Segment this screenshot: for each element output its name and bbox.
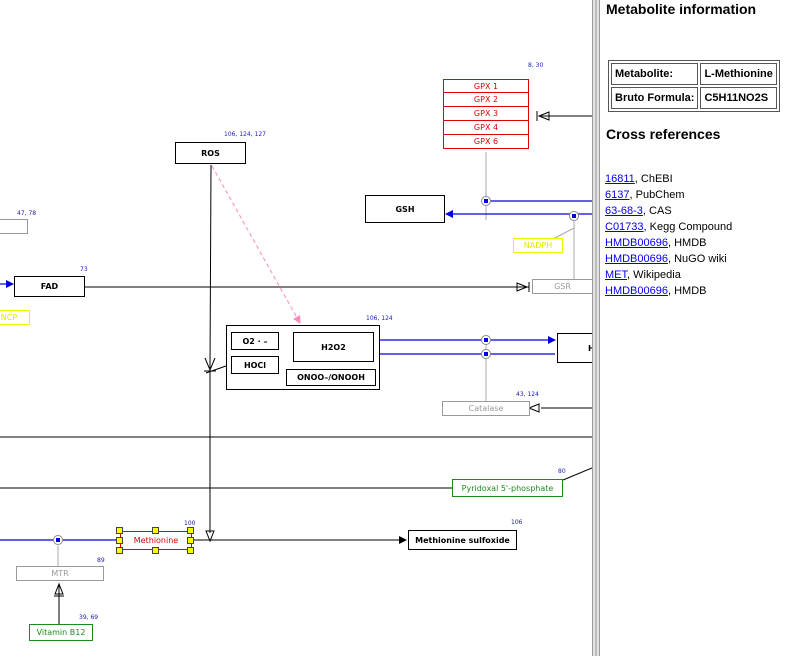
h-node-partial[interactable]: H xyxy=(557,333,592,363)
gpx-3-node[interactable]: GPX 3 xyxy=(443,107,529,121)
table-value: C5H11NO2S xyxy=(700,87,777,109)
nadph-node[interactable]: NADPH xyxy=(513,238,563,253)
selection-handle[interactable] xyxy=(187,547,194,554)
h2o2-reference: 106, 124 xyxy=(366,315,393,322)
gsh-node[interactable]: GSH xyxy=(365,195,445,223)
table-label: Metabolite: xyxy=(611,63,699,85)
pyridoxal-reference: 80 xyxy=(558,468,566,475)
list-item: 63-68-3, CAS xyxy=(605,205,672,217)
panel-title: Metabolite information xyxy=(606,1,757,17)
gpx-2-node[interactable]: GPX 2 xyxy=(443,93,529,107)
pyridoxal-phosphate-node[interactable]: Pyridoxal 5'-phosphate xyxy=(452,479,563,497)
pathway-edges xyxy=(0,111,592,624)
fad-node[interactable]: FAD xyxy=(14,276,85,297)
cross-references-list: 16811, ChEBI 6137, PubChem 63-68-3, CAS … xyxy=(605,171,732,299)
xref-source: Kegg Compound xyxy=(649,221,733,233)
cross-references-title: Cross references xyxy=(606,126,721,142)
xref-link[interactable]: HMDB00696 xyxy=(605,237,668,249)
gpx-4-node[interactable]: GPX 4 xyxy=(443,121,529,135)
vitamin-b12-node[interactable]: Vitamin B12 xyxy=(29,624,93,641)
metabolite-info-panel: Metabolite information Metabolite: L-Met… xyxy=(600,0,785,656)
metabolite-info-table: Metabolite: L-Methionine Bruto Formula: … xyxy=(608,60,780,112)
selection-handle[interactable] xyxy=(152,527,159,534)
gsr-node[interactable]: GSR xyxy=(532,279,592,294)
xref-link[interactable]: HMDB00696 xyxy=(605,285,668,297)
superoxide-node[interactable]: O2 · – xyxy=(231,332,279,350)
xref-source: Wikipedia xyxy=(633,269,681,281)
xref-source: HMDB xyxy=(674,237,707,249)
selection-handle[interactable] xyxy=(116,547,123,554)
xref-source: NuGO wiki xyxy=(674,253,727,265)
catalase-reference: 43, 124 xyxy=(516,391,539,398)
peroxynitrite-node[interactable]: ONOO–/ONOOH xyxy=(286,369,376,386)
xref-source: PubChem xyxy=(635,189,685,201)
selection-handle[interactable] xyxy=(152,547,159,554)
fad-reference: 73 xyxy=(80,266,88,273)
list-item: C01733, Kegg Compound xyxy=(605,221,733,233)
methionine-sulfoxide-node[interactable]: Methionine sulfoxide xyxy=(408,530,517,550)
table-value: L-Methionine xyxy=(700,63,777,85)
gpx-group[interactable]: GPX 1 GPX 2 GPX 3 GPX 4 GPX 6 xyxy=(443,79,529,149)
xref-link[interactable]: HMDB00696 xyxy=(605,253,668,265)
selection-handle[interactable] xyxy=(116,527,123,534)
table-row: Metabolite: L-Methionine xyxy=(611,63,777,85)
list-item: HMDB00696, HMDB xyxy=(605,285,707,297)
selection-handle[interactable] xyxy=(187,537,194,544)
xref-link[interactable]: 6137 xyxy=(605,189,630,201)
table-row: Bruto Formula: C5H11NO2S xyxy=(611,87,777,109)
methionine-reference: 100 xyxy=(184,520,196,527)
ncp-node[interactable]: NCP xyxy=(0,310,30,325)
gpx-reference: 8, 30 xyxy=(528,62,544,69)
xref-link[interactable]: MET xyxy=(605,269,627,281)
xref-source: ChEBI xyxy=(640,173,673,185)
gpx-6-node[interactable]: GPX 6 xyxy=(443,135,529,149)
xref-link[interactable]: 63-68-3 xyxy=(605,205,643,217)
ros-node[interactable]: ROS xyxy=(175,142,246,164)
methionine-sulfoxide-reference: 106 xyxy=(511,519,523,526)
list-item: MET, Wikipedia xyxy=(605,269,681,281)
ros-reference: 106, 124, 127 xyxy=(224,131,266,138)
catalase-node[interactable]: Catalase xyxy=(442,401,530,416)
selection-handle[interactable] xyxy=(116,537,123,544)
mtr-reference: 89 xyxy=(97,557,105,564)
partial-left-node[interactable] xyxy=(0,219,28,234)
mtr-node[interactable]: MTR xyxy=(16,566,104,581)
xref-link[interactable]: 16811 xyxy=(605,173,635,185)
xref-source: HMDB xyxy=(674,285,707,297)
pathway-canvas[interactable]: ROS 106, 124, 127 GSH 47, 78 FAD 73 NCP … xyxy=(0,0,592,656)
h2o2-node[interactable]: H2O2 xyxy=(293,332,374,362)
list-item: 6137, PubChem xyxy=(605,189,685,201)
vitamin-b12-reference: 39, 69 xyxy=(79,614,99,621)
partial-node-reference: 47, 78 xyxy=(17,210,37,217)
xref-source: CAS xyxy=(649,205,672,217)
selection-handle[interactable] xyxy=(187,527,194,534)
list-item: 16811, ChEBI xyxy=(605,173,673,185)
xref-link[interactable]: C01733 xyxy=(605,221,644,233)
hocl-node[interactable]: HOCl xyxy=(231,356,279,374)
panel-splitter[interactable] xyxy=(592,0,600,656)
list-item: HMDB00696, NuGO wiki xyxy=(605,253,727,265)
table-label: Bruto Formula: xyxy=(611,87,699,109)
list-item: HMDB00696, HMDB xyxy=(605,237,707,249)
gpx-1-node[interactable]: GPX 1 xyxy=(443,79,529,93)
